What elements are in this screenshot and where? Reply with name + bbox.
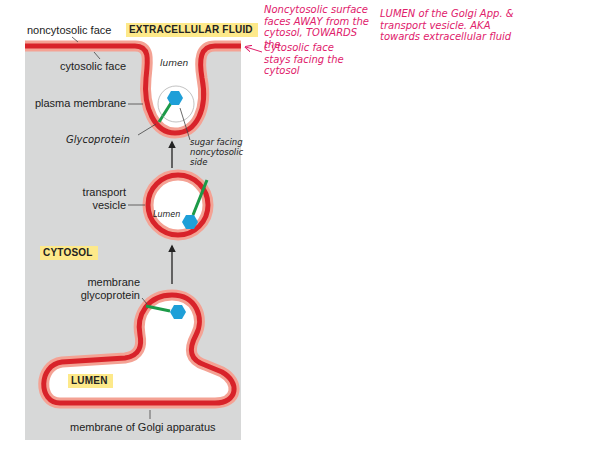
flow-arrow [171, 246, 172, 284]
handwritten-note: sugar facing noncytosolic side [190, 138, 244, 167]
region-label: LUMEN [68, 374, 113, 388]
part-label: membrane glycoprotein [46, 276, 140, 301]
annotation-circle [158, 86, 194, 122]
part-label: transport vesicle [48, 186, 126, 211]
part-label: membrane of Golgi apparatus [70, 421, 235, 434]
handwritten-note: Lumen [153, 210, 183, 219]
golgi-membrane [44, 295, 234, 403]
region-name: LUMEN [71, 375, 110, 386]
handwritten-note: Glycoprotein [66, 134, 140, 146]
note-arrow [246, 47, 262, 52]
part-label: plasma membrane [30, 97, 126, 110]
handwritten-note: LUMEN of the Golgi App. & transport vesi… [380, 8, 530, 43]
part-label: cytosolic face [60, 60, 150, 73]
region-name: EXTRACELLULAR FLUID [129, 24, 255, 35]
region-name: CYTOSOL [43, 247, 95, 258]
handwritten-note: lumen [160, 58, 200, 68]
handwritten-note: Cytosolic face stays facing the cytosol [264, 42, 346, 77]
glycoprotein [159, 91, 183, 122]
region-label: EXTRACELLULAR FLUID [126, 23, 258, 37]
cytosol-panel [25, 20, 241, 440]
plasma-membrane [25, 46, 241, 133]
transport-vesicle [148, 175, 208, 235]
leader-lines [72, 37, 190, 419]
region-label: CYTOSOL [40, 246, 98, 260]
part-label: noncytosolic face [27, 24, 125, 37]
flow-arrow [171, 142, 172, 168]
